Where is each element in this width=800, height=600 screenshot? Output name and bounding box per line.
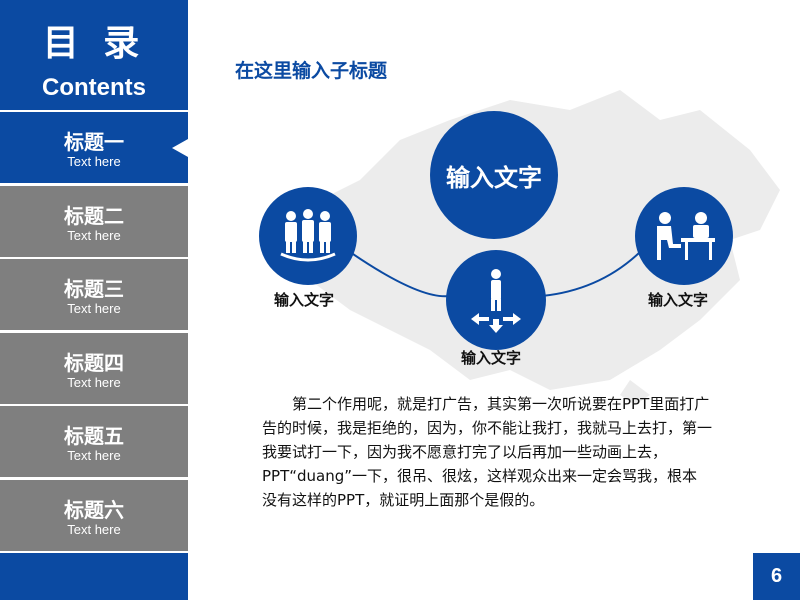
menu-item-subtitle: Text here bbox=[67, 448, 121, 463]
page-number: 6 bbox=[753, 553, 800, 600]
menu-item-2[interactable]: 标题二 Text here bbox=[0, 186, 188, 257]
menu-item-4[interactable]: 标题四 Text here bbox=[0, 333, 188, 404]
center-circle: 输入文字 bbox=[430, 111, 558, 239]
menu-item-1[interactable]: 标题一 Text here bbox=[0, 112, 188, 183]
sidebar-footer-bar bbox=[0, 553, 188, 600]
menu-item-title: 标题三 bbox=[64, 277, 124, 301]
menu-item-subtitle: Text here bbox=[67, 228, 121, 243]
person-arrows-icon bbox=[471, 269, 521, 333]
node-middle bbox=[446, 250, 546, 350]
menu-item-title: 标题五 bbox=[64, 424, 124, 448]
meeting-desk-icon bbox=[657, 212, 715, 260]
menu-item-subtitle: Text here bbox=[67, 154, 121, 169]
contents-title-zh: 目 录 bbox=[42, 23, 146, 64]
body-paragraph: 第二个作用呢，就是打广告，其实第一次听说要在PPT里面打广告的时候，我是拒绝的，… bbox=[262, 395, 713, 509]
active-pointer-icon bbox=[172, 139, 188, 157]
menu-item-3[interactable]: 标题三 Text here bbox=[0, 259, 188, 330]
node-right bbox=[635, 187, 733, 285]
menu-item-title: 标题二 bbox=[64, 204, 124, 228]
menu-item-subtitle: Text here bbox=[67, 522, 121, 537]
node-middle-label: 输入文字 bbox=[461, 349, 522, 367]
menu-item-6[interactable]: 标题六 Text here bbox=[0, 480, 188, 551]
node-right-label: 输入文字 bbox=[648, 291, 709, 309]
sidebar-header: 目 录 Contents bbox=[0, 0, 188, 110]
menu-item-title: 标题一 bbox=[64, 130, 124, 154]
menu-item-5[interactable]: 标题五 Text here bbox=[0, 406, 188, 477]
menu-item-title: 标题六 bbox=[64, 498, 124, 522]
page-subtitle: 在这里输入子标题 bbox=[235, 60, 388, 82]
menu-item-subtitle: Text here bbox=[67, 375, 121, 390]
sidebar: 目 录 Contents 标题一 Text here 标题二 Text here… bbox=[0, 0, 188, 600]
contents-title-en: Contents bbox=[42, 74, 146, 101]
china-map-background bbox=[290, 90, 780, 405]
node-left-label: 输入文字 bbox=[274, 291, 335, 309]
menu-item-title: 标题四 bbox=[64, 351, 124, 375]
menu-item-subtitle: Text here bbox=[67, 301, 121, 316]
node-left bbox=[259, 187, 357, 285]
group-people-icon bbox=[280, 209, 336, 262]
